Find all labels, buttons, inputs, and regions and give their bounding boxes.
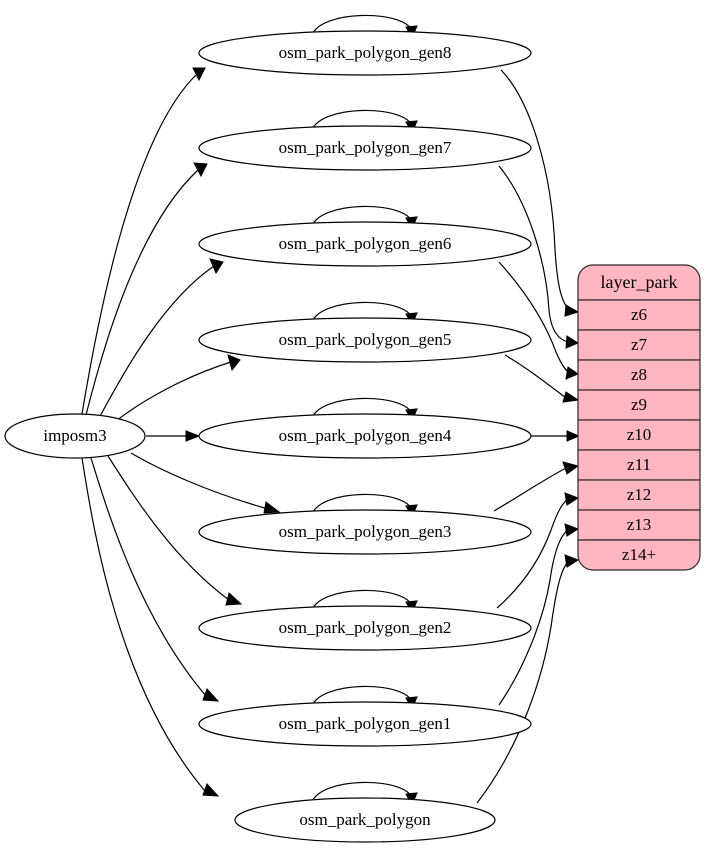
node-gen2-label: osm_park_polygon_gen2 — [279, 618, 452, 637]
layer-park-row-z10-label: z10 — [627, 425, 652, 444]
self-loop-gen1 — [311, 685, 412, 707]
arrowhead-base — [202, 783, 220, 797]
arrowhead-z14 — [564, 554, 580, 568]
layer-park-row-z11-label: z11 — [627, 455, 651, 474]
node-gen1-shape[interactable] — [198, 701, 532, 747]
node-gen8-shape[interactable] — [198, 30, 532, 76]
node-gen7-label: osm_park_polygon_gen7 — [279, 138, 452, 157]
arrowhead-z7 — [565, 335, 580, 349]
self-loop-gen3 — [311, 493, 412, 515]
arrowhead-gen7 — [193, 162, 208, 178]
arrowhead-z9 — [562, 391, 580, 403]
layer-park-row-z8[interactable] — [577, 359, 701, 391]
layer-park-row-z12-label: z12 — [627, 485, 652, 504]
node-gen2-shape[interactable] — [198, 605, 532, 651]
edge-imposm3-to-gen3 — [130, 452, 269, 510]
node-gen6[interactable]: osm_park_polygon_gen6 — [198, 221, 532, 267]
layer-park-row-z7[interactable] — [577, 329, 701, 361]
layer-park-row-z14[interactable] — [577, 539, 701, 571]
layer-park-row-z14-label: z14+ — [622, 545, 656, 564]
arrowhead-gen4 — [185, 430, 201, 442]
layer-park-header-cell — [577, 264, 701, 301]
node-gen1-label: osm_park_polygon_gen1 — [279, 714, 452, 733]
edge-imposm3-to-gen5 — [115, 361, 232, 422]
node-gen7[interactable]: osm_park_polygon_gen7 — [198, 125, 532, 171]
self-loop-gen8 — [311, 14, 412, 36]
node-gen5[interactable]: osm_park_polygon_gen5 — [198, 317, 532, 363]
self-loop-gen2 — [311, 589, 412, 611]
edge-base-to-z14 — [476, 559, 571, 804]
layer-park-row-z13-label: z13 — [627, 515, 652, 534]
node-imposm3[interactable]: imposm3 — [4, 413, 146, 459]
arrowhead-gen5 — [227, 354, 241, 372]
edge-gen3-to-z11 — [493, 467, 567, 512]
self-loop-base — [311, 781, 412, 803]
edge-imposm3-to-gen8 — [81, 74, 197, 415]
edge-gen6-to-z8 — [498, 261, 571, 374]
arrowhead-gen6 — [209, 258, 224, 275]
node-gen3-shape[interactable] — [198, 509, 532, 555]
layer-park-row-z13[interactable] — [577, 509, 701, 541]
node-base-label: osm_park_polygon — [299, 810, 431, 829]
arrowhead-gen2 — [225, 592, 243, 606]
self-loop-gen6 — [311, 205, 412, 227]
node-imposm3-label: imposm3 — [43, 426, 106, 445]
arrowhead-z11 — [562, 461, 580, 475]
edge-imposm3-to-gen7 — [85, 169, 199, 416]
node-gen3[interactable]: osm_park_polygon_gen3 — [198, 509, 532, 555]
arrowhead-gen8 — [192, 67, 206, 82]
layer-park-row-z8-label: z8 — [631, 365, 647, 384]
node-base-shape[interactable] — [234, 797, 496, 843]
node-gen8[interactable]: osm_park_polygon_gen8 — [198, 30, 532, 76]
node-gen6-shape[interactable] — [198, 221, 532, 267]
self-loop-gen7 — [311, 109, 412, 131]
arrowhead-gen1 — [202, 688, 220, 702]
node-gen7-shape[interactable] — [198, 125, 532, 171]
edge-gen1-to-z13 — [498, 528, 570, 706]
node-gen2[interactable]: osm_park_polygon_gen2 — [198, 605, 532, 651]
node-base[interactable]: osm_park_polygon — [234, 797, 496, 843]
layer-park-table[interactable]: layer_park z6 z7 z8 z9 z10 z11 z12 z13 z… — [577, 264, 701, 571]
node-gen4-shape[interactable] — [198, 413, 532, 459]
node-gen5-label: osm_park_polygon_gen5 — [279, 330, 452, 349]
layer-park-row-z6-label: z6 — [631, 305, 647, 324]
edge-gen8-to-z6 — [500, 69, 570, 311]
node-gen6-label: osm_park_polygon_gen6 — [279, 234, 452, 253]
edge-gen7-to-z7 — [498, 165, 570, 343]
arrowhead-z12 — [564, 492, 580, 506]
edge-imposm3-to-gen1 — [90, 457, 207, 697]
arrowhead-z10 — [566, 430, 581, 442]
arrowhead-z6 — [564, 304, 580, 317]
node-gen5-shape[interactable] — [198, 317, 532, 363]
layer-park-row-z6[interactable] — [577, 299, 701, 331]
layer-park-row-z9-label: z9 — [631, 395, 647, 414]
arrowhead-z13 — [564, 523, 580, 537]
layer-park-row-z7-label: z7 — [631, 335, 648, 354]
edge-imposm3-to-gen2 — [107, 455, 230, 601]
edges-to-layer-park — [476, 69, 581, 804]
arrowhead-z8 — [565, 366, 580, 380]
edge-imposm3-to-base — [81, 457, 206, 792]
node-gen8-label: osm_park_polygon_gen8 — [279, 43, 452, 62]
node-imposm3-shape[interactable] — [4, 413, 146, 459]
edge-gen2-to-z12 — [496, 497, 570, 609]
node-gen1[interactable]: osm_park_polygon_gen1 — [198, 701, 532, 747]
self-loop-gen4 — [311, 397, 412, 419]
node-gen3-label: osm_park_polygon_gen3 — [279, 522, 452, 541]
arrowhead-gen3 — [263, 501, 281, 514]
edge-gen5-to-z9 — [504, 354, 567, 399]
self-loop-gen5 — [311, 301, 412, 323]
edges-from-imposm3 — [81, 67, 281, 797]
edge-imposm3-to-gen6 — [98, 265, 215, 419]
node-gen4-label: osm_park_polygon_gen4 — [279, 426, 452, 445]
node-gen4[interactable]: osm_park_polygon_gen4 — [198, 413, 532, 459]
layer-park-row-z9[interactable] — [577, 389, 701, 421]
layer-park-header-label: layer_park — [601, 272, 678, 292]
